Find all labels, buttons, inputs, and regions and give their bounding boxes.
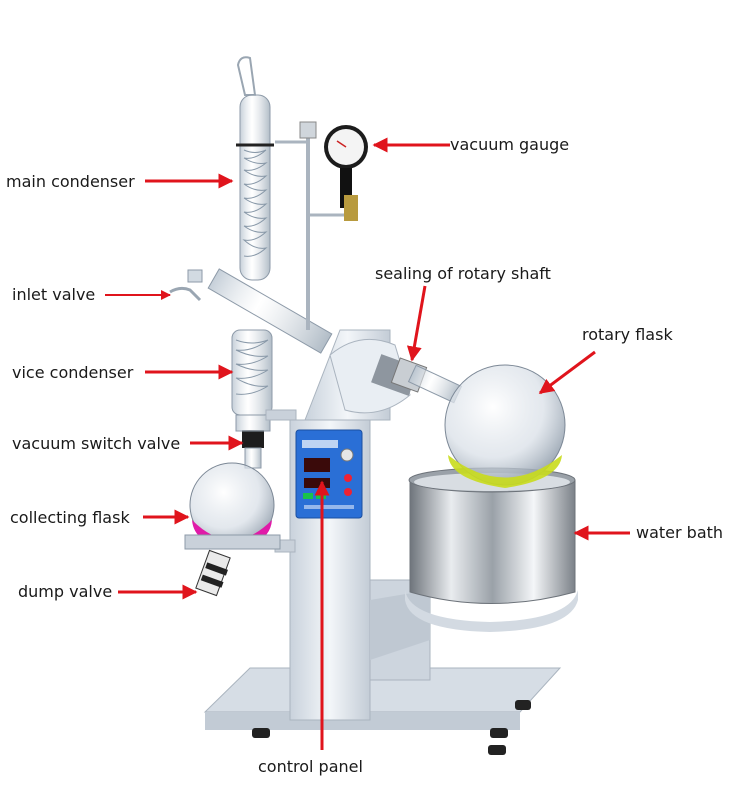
dump-valve-part <box>195 549 231 597</box>
label-sealing-rotary-shaft: sealing of rotary shaft <box>375 264 551 283</box>
label-vacuum-switch-valve: vacuum switch valve <box>12 434 181 453</box>
label-inlet-valve: inlet valve <box>12 285 96 304</box>
rotary-flask-glass <box>407 364 566 488</box>
arrow-rotary-flask <box>538 350 596 395</box>
label-dump-valve: dump valve <box>18 582 113 601</box>
water-bath-unit <box>405 467 578 632</box>
base-stand <box>203 667 562 755</box>
control-panel-unit <box>295 429 363 519</box>
label-control-panel: control panel <box>258 757 363 776</box>
condenser-tower <box>169 56 333 553</box>
label-water-bath: water bath <box>636 523 724 542</box>
label-collecting-flask: collecting flask <box>10 508 130 527</box>
label-main-condenser: main condenser <box>6 172 135 191</box>
label-vacuum-gauge: vacuum gauge <box>450 135 570 154</box>
arrows <box>105 137 630 750</box>
label-vice-condenser: vice condenser <box>12 363 134 382</box>
vacuum-gauge-part <box>275 121 368 330</box>
collecting-flask-glass <box>184 447 281 550</box>
label-rotary-flask: rotary flask <box>582 325 673 344</box>
arrow-sealing-rotary-shaft <box>406 285 427 362</box>
